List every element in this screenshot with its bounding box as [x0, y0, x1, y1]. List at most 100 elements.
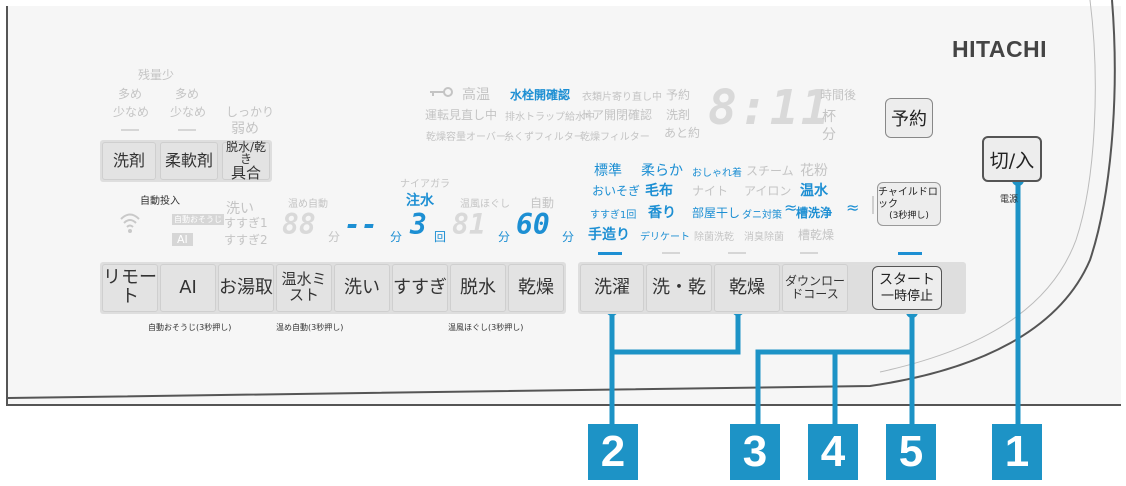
main-display-digits: 8:11 — [708, 80, 832, 136]
softener-button[interactable]: 柔軟剤 — [160, 142, 218, 180]
auto-clean-tag: 自動おそうじ — [172, 214, 224, 225]
course-mite: ダニ対策 — [742, 210, 782, 221]
wash-button[interactable]: 洗い — [334, 264, 390, 312]
course-steam: スチーム — [746, 164, 794, 178]
status-clothes-lean: 衣類片寄り直し中 — [582, 92, 662, 103]
spin-dry-level-line2: 具合 — [230, 163, 261, 182]
dry-mode-button[interactable]: 乾燥 — [508, 264, 564, 312]
status-remain: あと約 — [664, 126, 701, 140]
label-water-pour: 注水 — [406, 193, 434, 209]
course-tub-clean: 槽洗浄 — [796, 206, 833, 220]
timer-unit-1: 分 — [328, 230, 341, 244]
label-rinse-2: すすぎ2 — [224, 233, 268, 247]
timer-unit-2: 分 — [390, 230, 403, 244]
remote-button[interactable]: リモート — [102, 264, 158, 312]
course-rinse-once: すすぎ1回 — [590, 210, 637, 221]
spin-button[interactable]: 脱水 — [450, 264, 506, 312]
course-pollen: 花粉 — [800, 163, 828, 179]
timer-unit-4: 分 — [562, 230, 575, 244]
course-deodorize: 消臭除菌 — [744, 232, 784, 243]
timer-digits-4-value: 81 — [452, 208, 486, 241]
key-icon — [428, 86, 454, 102]
label-more-1: 多め — [118, 87, 143, 101]
status-door-check: ドア開閉確認 — [580, 108, 653, 122]
hot-water-intake-button[interactable]: お湯取 — [218, 264, 274, 312]
timer-unit-3: 分 — [498, 230, 511, 244]
status-dry-filter: 乾燥フィルター — [580, 132, 650, 143]
warm-mist-button[interactable]: 温水ミスト — [276, 264, 332, 312]
ai-button[interactable]: AI — [160, 264, 216, 312]
course-scent: 香り — [648, 205, 676, 221]
child-lock-indicator — [872, 196, 874, 214]
start-pause-button[interactable]: スタート 一時停止 — [872, 266, 942, 310]
label-auto: 自動 — [530, 196, 555, 210]
course-sterilize: 除菌洗乾 — [694, 232, 734, 243]
callout-badge-2: 2 — [588, 424, 638, 480]
power-button[interactable]: 切/入 — [982, 136, 1042, 182]
start-label: スタート — [879, 271, 935, 288]
indicator-wash-active — [598, 252, 622, 255]
callout-badge-1: 1 — [992, 424, 1042, 480]
timer-digits-3: 3 — [410, 208, 427, 241]
auto-feed-label: 自動投入 — [140, 196, 180, 207]
course-tub-dry: 槽乾燥 — [798, 228, 835, 242]
course-handmade: 手造り — [588, 227, 630, 243]
blink-right-icon: ≈ — [846, 198, 860, 217]
callout-badge-5: 5 — [886, 424, 936, 480]
status-water-plug: 水栓開確認 — [510, 88, 571, 102]
child-lock-button[interactable]: チャイルドロック (3秒押し) — [877, 182, 941, 226]
main-display: 8:11 — [708, 80, 832, 136]
wash-dry-course-button[interactable]: 洗・乾 — [646, 264, 712, 312]
status-after-time: 時間後 — [820, 88, 857, 102]
download-course-button[interactable]: ダウンロードコース — [782, 264, 848, 312]
bottom-left-keys: リモート AI お湯取 温水ミスト 洗い すすぎ 脱水 乾燥 — [102, 264, 564, 312]
indicator-softener — [178, 129, 196, 131]
label-less-1: 少なめ — [113, 105, 150, 119]
indicator-dry — [728, 252, 746, 254]
callout-badge-3: 3 — [730, 424, 780, 480]
label-firm: しっかり — [226, 105, 275, 119]
rinse-button[interactable]: すすぎ — [392, 264, 448, 312]
indicator-download — [800, 252, 818, 254]
label-warm-loosen: 温風ほぐし — [460, 199, 510, 210]
status-reverse-fix: 運転見直し中 — [425, 108, 498, 122]
sub-warm-auto: 温め自動(3秒押し) — [276, 323, 344, 332]
course-warm-water: 温水 — [800, 183, 828, 199]
spin-dry-level-button[interactable]: 脱水/乾き 具合 — [222, 140, 270, 182]
timer-digits-2: -- — [344, 208, 378, 241]
power-label: 電源 — [1000, 195, 1019, 205]
timer-digits-5: 60 — [516, 208, 550, 241]
label-less-2: 少なめ — [170, 105, 207, 119]
blink-left-icon: ≈ — [784, 198, 798, 217]
status-reserve: 予約 — [666, 88, 691, 102]
course-indoor-dry: 部屋干し — [692, 206, 741, 220]
status-cups: 杯 — [822, 109, 836, 125]
status-lint-filter: 糸くずフィルター — [504, 132, 584, 143]
status-detergent: 洗剤 — [666, 108, 691, 122]
status-drain-check: 排水トラップ給水中 — [505, 112, 595, 123]
course-fashion: おしゃれ着 — [692, 168, 742, 179]
detergent-button[interactable]: 洗剤 — [102, 142, 156, 180]
indicator-wash-dry — [662, 252, 680, 254]
dry-course-button[interactable]: 乾燥 — [714, 264, 780, 312]
child-lock-line1: チャイルドロック — [878, 186, 938, 210]
sub-auto-clean: 自動おそうじ(3秒押し) — [148, 323, 232, 332]
label-naiagara: ナイアガラ — [400, 179, 450, 190]
reserve-button[interactable]: 予約 — [885, 98, 933, 138]
course-night: ナイト — [692, 184, 729, 198]
course-standard: 標準 — [594, 163, 622, 179]
status-dry-over: 乾燥容量オーバー — [426, 132, 506, 143]
indicator-detergent — [121, 129, 139, 131]
sub-warm-loosen: 温風ほぐし(3秒押し) — [448, 323, 524, 332]
course-soft: 柔らか — [641, 163, 683, 179]
label-warm-auto: 温め自動 — [288, 199, 328, 210]
timer-digits-4: 81 — [452, 208, 486, 241]
indicator-start-active — [898, 252, 922, 255]
label-wash: 洗い — [226, 201, 254, 217]
label-more-2: 多め — [175, 87, 200, 101]
pause-label: 一時停止 — [880, 288, 933, 304]
course-quick: おいそぎ — [592, 184, 641, 198]
timer-unit-times: 回 — [434, 230, 447, 244]
status-minutes: 分 — [822, 127, 836, 143]
wash-course-button[interactable]: 洗濯 — [580, 264, 644, 312]
